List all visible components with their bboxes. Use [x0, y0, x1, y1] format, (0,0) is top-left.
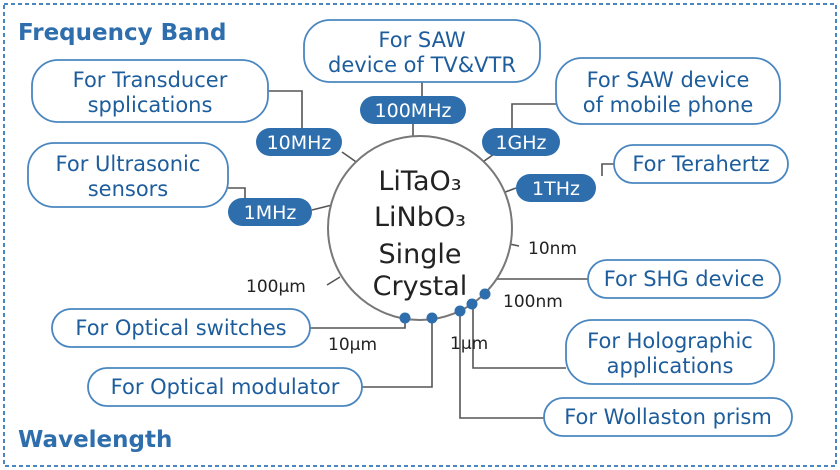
svg-text:For SAW device: For SAW device — [587, 68, 750, 92]
app-pill-optical-switches: For Optical switches — [51, 308, 311, 348]
crystal-label-crystal: Crystal — [373, 271, 468, 302]
svg-text:For Ultrasonic: For Ultrasonic — [56, 152, 201, 176]
svg-text:device of TV&VTR: device of TV&VTR — [328, 53, 516, 77]
svg-text:1MHz: 1MHz — [244, 202, 297, 224]
svg-text:1THz: 1THz — [532, 178, 580, 200]
app-pill-holographic: For Holographic applications — [565, 319, 775, 385]
svg-text:For SHG device: For SHG device — [604, 267, 765, 291]
wavelength-dot-1um-b — [454, 305, 466, 317]
crystal-circle — [327, 135, 513, 321]
app-pill-saw-tv-vtr: For SAW device of TV&VTR — [303, 19, 541, 83]
frequency-badge-10mhz: 10MHz — [256, 128, 342, 156]
crystal-label-single: Single — [378, 239, 461, 270]
frame-border — [3, 3, 837, 467]
frequency-band-title: Frequency Band — [18, 20, 227, 46]
frequency-badge-1thz: 1THz — [516, 174, 596, 202]
wavelength-dot-10um-b — [399, 312, 411, 324]
wavelength-tick-100um: 100μm — [246, 277, 306, 297]
crystal-label-litao3: LiTaO₃ — [378, 166, 461, 197]
svg-text:For SAW: For SAW — [378, 28, 465, 52]
wavelength-tick-10nm: 10nm — [528, 239, 577, 259]
frequency-badge-1mhz: 1MHz — [228, 198, 312, 226]
crystal-label-linbo3: LiNbO₃ — [374, 202, 466, 233]
svg-text:For Transducer: For Transducer — [73, 68, 228, 92]
svg-text:100MHz: 100MHz — [375, 100, 452, 122]
app-pill-saw-mobile-phone: For SAW device of mobile phone — [555, 57, 781, 125]
app-pill-wollaston-prism: For Wollaston prism — [543, 397, 793, 437]
wavelength-tick-10um: 10μm — [328, 335, 377, 355]
wavelength-dot-10um-a — [426, 312, 438, 324]
wavelength-dots — [399, 288, 491, 324]
svg-text:For Optical switches: For Optical switches — [75, 316, 286, 340]
frequency-badge-1ghz: 1GHz — [482, 128, 560, 156]
svg-text:spplications: spplications — [88, 93, 213, 117]
wavelength-tick-1um: 1μm — [450, 334, 488, 354]
wavelength-title: Wavelength — [18, 427, 172, 453]
wavelength-tick-100nm: 100nm — [503, 292, 563, 312]
svg-text:For Wollaston prism: For Wollaston prism — [564, 405, 772, 429]
svg-text:of mobile phone: of mobile phone — [583, 93, 754, 117]
svg-text:10MHz: 10MHz — [267, 132, 332, 154]
wavelength-dot-1um-a — [466, 298, 478, 310]
app-pill-shg-device: For SHG device — [587, 259, 781, 299]
app-pill-terahertz: For Terahertz — [613, 144, 789, 184]
svg-text:applications: applications — [607, 354, 734, 378]
frequency-badge-100mhz: 100MHz — [360, 96, 466, 124]
app-pill-ultrasonic-sensors: For Ultrasonic sensors — [27, 142, 229, 208]
svg-text:sensors: sensors — [88, 177, 169, 201]
svg-text:For Terahertz: For Terahertz — [632, 152, 769, 176]
svg-text:1GHz: 1GHz — [495, 132, 546, 154]
svg-text:For Holographic: For Holographic — [587, 329, 753, 353]
app-pill-optical-modulator: For Optical modulator — [87, 367, 363, 407]
wavelength-dot-100nm — [479, 288, 491, 300]
svg-text:For Optical modulator: For Optical modulator — [111, 375, 340, 399]
app-pill-transducer-applications: For Transducer spplications — [31, 59, 269, 123]
